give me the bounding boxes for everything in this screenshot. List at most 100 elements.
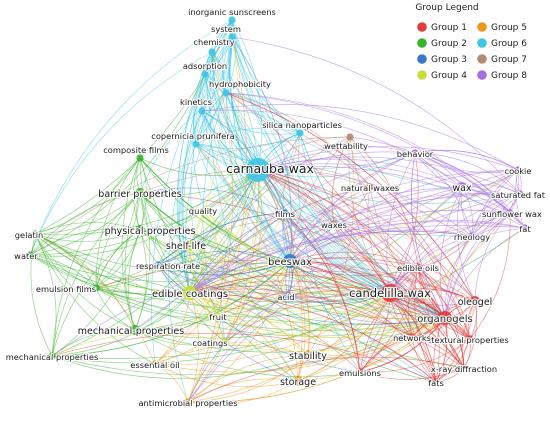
node-behavior[interactable] bbox=[411, 149, 419, 157]
link-mechanical-properties-gelatin bbox=[34, 233, 57, 357]
node-gelatin[interactable] bbox=[31, 230, 39, 238]
node-organogels[interactable] bbox=[438, 311, 452, 325]
node-textural-properties[interactable] bbox=[466, 335, 474, 343]
link-shelf-life-chemistry bbox=[189, 51, 221, 246]
node-water[interactable] bbox=[26, 251, 34, 259]
node-barrier-properties[interactable] bbox=[135, 188, 145, 198]
link-wettability-water bbox=[29, 136, 351, 256]
link-water-quality bbox=[29, 209, 206, 257]
node-essential-oil[interactable] bbox=[151, 360, 159, 368]
node-cookie[interactable] bbox=[514, 166, 522, 174]
node-label-oleogel: oleogel bbox=[458, 297, 493, 308]
node-wax[interactable] bbox=[457, 182, 467, 192]
link-behavior-edible-coatings bbox=[189, 152, 416, 294]
link-essential-oil-gelatin bbox=[34, 233, 156, 365]
node-label-edible-coatings: edible coatings bbox=[152, 289, 228, 300]
node-inorganic-sunscreens[interactable] bbox=[228, 16, 236, 24]
node-storage[interactable] bbox=[293, 376, 303, 386]
link-fruit-candelilla-wax bbox=[217, 292, 391, 323]
node-label-silica-nanoparticles: silica nanoparticles bbox=[262, 120, 342, 130]
node-acid[interactable] bbox=[284, 292, 292, 300]
node-sunflower-wax[interactable] bbox=[506, 209, 514, 217]
node-emulsion-films[interactable] bbox=[92, 284, 100, 292]
link-natural-waxes-edible-coatings bbox=[189, 186, 371, 294]
link-gelatin-mechanical-properties bbox=[30, 233, 53, 357]
node-mechanical-properties[interactable] bbox=[48, 352, 56, 360]
link-wettability-edible-coatings bbox=[189, 136, 351, 294]
link-wax-cookie bbox=[461, 169, 519, 188]
node-kinetics[interactable] bbox=[198, 107, 206, 115]
link-oleogel-edible-coatings bbox=[189, 270, 476, 302]
node-label-chemistry: chemistry bbox=[193, 37, 234, 47]
link-saturated-fat-edible-coatings bbox=[189, 192, 521, 294]
link-fruit-emulsion-films bbox=[95, 286, 219, 317]
link-gelatin-physical-properties bbox=[34, 229, 141, 242]
link-films-organogels bbox=[284, 212, 446, 319]
node-waxes[interactable] bbox=[330, 220, 338, 228]
node-beeswax[interactable] bbox=[283, 254, 297, 268]
link-behavior-carnauba-wax bbox=[257, 145, 416, 171]
node-rheology[interactable] bbox=[468, 232, 476, 240]
node-candelilla-wax[interactable] bbox=[381, 284, 399, 302]
node-saturated-fat[interactable] bbox=[516, 190, 524, 198]
link-saturated-fat-carnauba-wax bbox=[257, 156, 521, 195]
node-oleogel[interactable] bbox=[470, 296, 480, 306]
link-rheology-sunflower-wax bbox=[471, 212, 511, 237]
node-coatings[interactable] bbox=[221, 338, 229, 346]
link-respiration-rate-candelilla-wax bbox=[157, 264, 391, 303]
node-wettability[interactable] bbox=[346, 133, 354, 141]
node-fats[interactable] bbox=[432, 378, 440, 386]
link-waxes-edible-coatings bbox=[189, 223, 335, 294]
link-barrier-properties-edible-coatings bbox=[139, 192, 191, 294]
node-films[interactable] bbox=[281, 209, 289, 217]
legend-label-group-8: Group 8 bbox=[491, 71, 527, 81]
link-emulsions-carnauba-wax bbox=[257, 169, 361, 373]
link-networks-fats bbox=[411, 336, 437, 383]
node-adsorption[interactable] bbox=[201, 70, 209, 78]
node-fat[interactable] bbox=[521, 224, 529, 232]
link-films-respiration-rate bbox=[157, 212, 286, 266]
link-gelatin-composite-films bbox=[34, 157, 141, 235]
node-edible-coatings[interactable] bbox=[183, 286, 197, 300]
node-stability[interactable] bbox=[303, 350, 313, 360]
node-respiration-rate[interactable] bbox=[154, 261, 162, 269]
node-physical-properties[interactable] bbox=[135, 225, 145, 235]
link-behavior-quality bbox=[204, 151, 416, 211]
node-label-shelf-life: shelf-life bbox=[166, 241, 206, 252]
link-antimicrobial-properties-edible-coatings bbox=[187, 292, 200, 403]
node-system[interactable] bbox=[228, 33, 236, 41]
node-antimicrobial-properties[interactable] bbox=[184, 398, 192, 406]
node-hydrophobicity[interactable] bbox=[222, 89, 230, 97]
link-inorganic-sunscreens-water bbox=[29, 19, 233, 256]
node-chemistry[interactable] bbox=[208, 48, 216, 56]
link-networks-edible-coatings bbox=[189, 288, 413, 338]
link-oleogel-hydrophobicity bbox=[225, 92, 476, 302]
link-fruit-shelf-life bbox=[189, 244, 219, 317]
node-silica-nanoparticles[interactable] bbox=[296, 129, 304, 137]
node-quality[interactable] bbox=[201, 206, 209, 214]
link-barrier-properties-mechanical-properties bbox=[124, 192, 141, 331]
node-label-textural-properties: textural properties bbox=[431, 335, 508, 345]
node-mechanical-properties[interactable] bbox=[130, 325, 140, 335]
link-hydrophobicity-beeswax bbox=[225, 92, 291, 262]
node-label-respiration-rate: respiration rate bbox=[136, 261, 200, 271]
node-natural-waxes[interactable] bbox=[366, 183, 374, 191]
node-emulsions[interactable] bbox=[356, 368, 364, 376]
node-label-wettability: wettability bbox=[324, 141, 368, 151]
node-shelf-life[interactable] bbox=[185, 240, 195, 250]
node-networks[interactable] bbox=[408, 333, 416, 341]
node-carnauba-wax[interactable] bbox=[246, 158, 270, 182]
link-networks-beeswax bbox=[289, 260, 413, 338]
link-fats-textural-properties bbox=[435, 338, 471, 383]
node-composite-films[interactable] bbox=[136, 154, 144, 162]
link-saturated-fat-wax bbox=[461, 184, 521, 195]
node-copernicia-prunifera[interactable] bbox=[192, 140, 200, 148]
link-sunflower-wax-edible-coatings bbox=[189, 209, 511, 294]
link-films-kinetics bbox=[201, 110, 286, 214]
node-edible-oils[interactable] bbox=[414, 263, 422, 271]
link-rheology-emulsions bbox=[359, 235, 473, 373]
link-textural-properties-edible-coatings bbox=[189, 285, 471, 340]
node-x-ray-diffraction[interactable] bbox=[460, 364, 468, 372]
node-fruit[interactable] bbox=[214, 312, 222, 320]
